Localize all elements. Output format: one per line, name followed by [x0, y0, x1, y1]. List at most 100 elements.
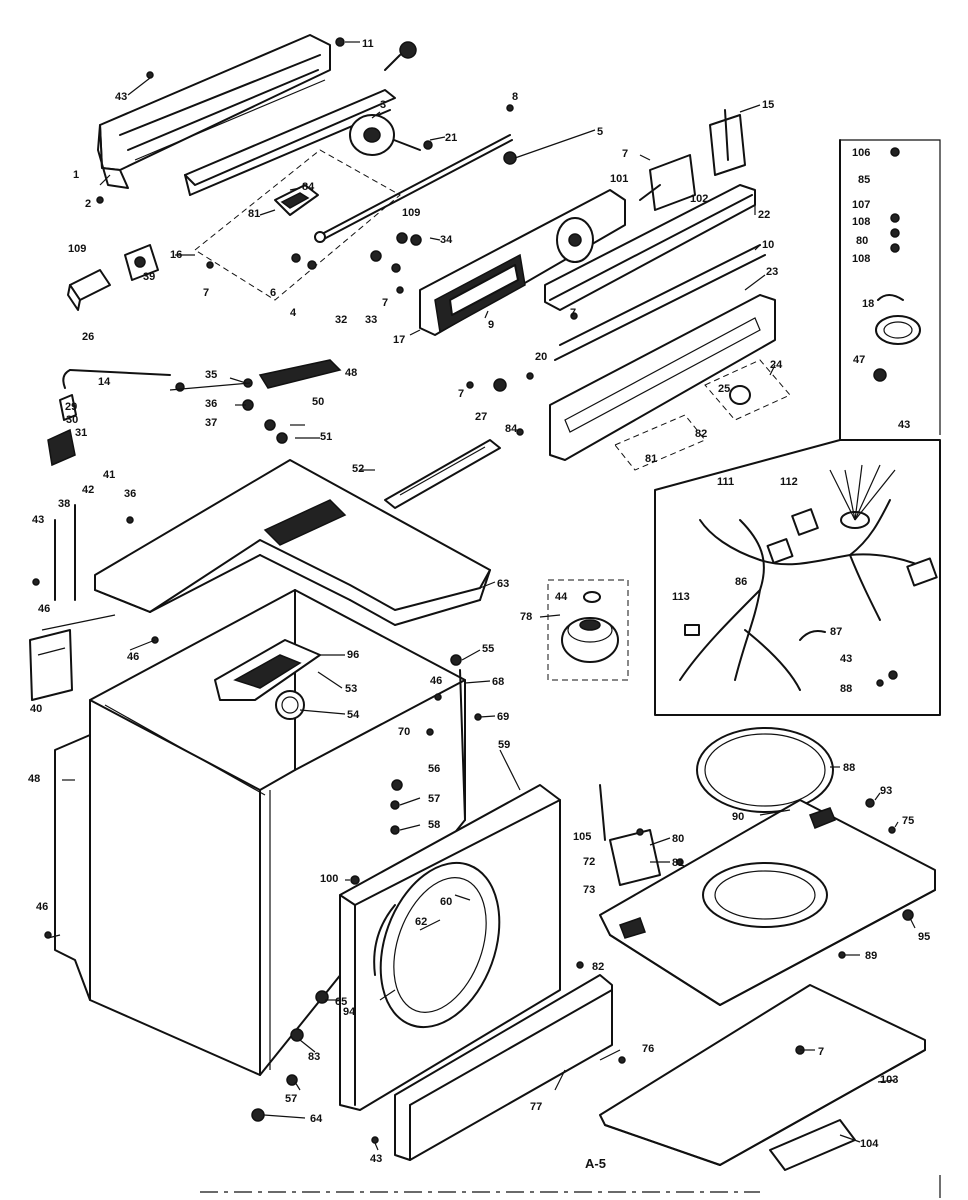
- callout-105: 94: [343, 1006, 356, 1018]
- callout-81c: 81: [672, 857, 684, 869]
- footer-rule: [200, 1175, 941, 1198]
- front-panel: [339, 784, 561, 1111]
- callout-74: 73: [583, 884, 595, 896]
- callout-43d: 43: [840, 653, 852, 665]
- page-label: A-5: [585, 1156, 606, 1171]
- base-plate-75: [599, 799, 936, 1006]
- callout-26: 26: [82, 331, 94, 343]
- bottom-tray-103: [599, 984, 926, 1171]
- callout-94: 62: [415, 916, 427, 928]
- callout-7a: 7: [622, 148, 628, 160]
- callout-58: 57: [428, 793, 440, 805]
- callout-72: 105: [573, 831, 591, 843]
- callout-7c: 7: [382, 297, 388, 309]
- callout-107: 107: [852, 199, 870, 211]
- callout-10: 10: [762, 239, 774, 251]
- callout-102: 102: [690, 193, 708, 205]
- callout-68: 55: [482, 643, 494, 655]
- part-14-rod: [62, 369, 171, 389]
- callout-25: 25: [718, 383, 730, 395]
- callout-47: 47: [853, 354, 865, 366]
- callout-15: 15: [762, 99, 774, 111]
- mounting-plate: [194, 149, 401, 301]
- callout-111: 111: [717, 476, 734, 488]
- console-backsplash: [97, 34, 331, 189]
- callout-7e: 7: [458, 388, 464, 400]
- callout-1: 1: [73, 169, 79, 181]
- callout-48b: 48: [28, 773, 40, 785]
- callout-20: 20: [535, 351, 547, 363]
- callout-7d: 7: [570, 307, 576, 319]
- callout-50: 50: [312, 396, 324, 408]
- shaft-rod: [314, 134, 513, 243]
- callout-100: 89: [865, 950, 877, 962]
- callout-40: 41: [103, 469, 115, 481]
- callout-93: 88: [843, 762, 855, 774]
- callout-44a: 46: [38, 603, 50, 615]
- callout-6: 6: [270, 287, 276, 299]
- bracket-101: [639, 154, 696, 211]
- callout-8: 8: [512, 91, 518, 103]
- callout-33: 33: [365, 314, 377, 326]
- callout-43e: 43: [370, 1153, 382, 1165]
- callout-112: 112: [780, 476, 798, 488]
- callout-108a: 108: [852, 216, 870, 228]
- console-right-frame: [549, 244, 776, 461]
- callout-66: 57: [285, 1093, 297, 1105]
- callout-81b: 81: [645, 453, 657, 465]
- part-31-bracket: [47, 394, 77, 467]
- callout-113: 113: [672, 591, 690, 603]
- timer-motor: [349, 114, 421, 156]
- callout-83: 83: [308, 1051, 320, 1063]
- callout-32: 32: [335, 314, 347, 326]
- callout-7b: 7: [203, 287, 209, 299]
- callout-85a: 85: [858, 174, 870, 186]
- fasteners: [32, 37, 914, 1144]
- callout-89: 95: [918, 931, 930, 943]
- callout-60: 100: [320, 873, 338, 885]
- bracket-72: [599, 784, 661, 886]
- callout-82b: 82: [592, 961, 604, 973]
- callout-23: 23: [766, 266, 778, 278]
- side-panel-45: [54, 734, 91, 1001]
- callout-24: 24: [770, 359, 783, 371]
- callout-90: 93: [880, 785, 892, 797]
- callout-2: 2: [85, 198, 91, 210]
- callout-5: 5: [597, 126, 603, 138]
- callout-80a: 80: [856, 235, 868, 247]
- water-inlet-box: [547, 579, 629, 681]
- callout-3: 3: [380, 99, 386, 111]
- callout-106: 106: [852, 147, 870, 159]
- callout-43a: 43: [115, 91, 127, 103]
- callout-86a: 86: [735, 576, 747, 588]
- inset-frame: [654, 139, 941, 716]
- callout-4: 4: [290, 307, 297, 319]
- callout-84b: 84: [505, 423, 518, 435]
- callout-78: 44: [555, 591, 568, 603]
- kickplate-77: [394, 974, 613, 1161]
- part-46-bracket: [29, 629, 73, 701]
- callout-46: 40: [30, 703, 42, 715]
- part-48-plate: [258, 359, 342, 389]
- callout-104: 104: [860, 1138, 879, 1150]
- callout-22: 22: [758, 209, 770, 221]
- tub-ring-93: [696, 727, 834, 813]
- callout-95: 75: [902, 815, 914, 827]
- callout-11: 11: [362, 38, 374, 50]
- callout-69: 68: [492, 676, 504, 688]
- callout-14: 14: [98, 376, 111, 388]
- leader-lines: [41, 41, 916, 1151]
- callout-84a: 84: [302, 181, 315, 193]
- knob-top: [384, 41, 417, 71]
- cabinet-top: [94, 459, 491, 626]
- callout-103: 103: [880, 1074, 898, 1086]
- callout-35: 35: [205, 369, 217, 381]
- part-26-block: [67, 269, 111, 311]
- wiring-harness: [679, 464, 938, 691]
- callout-18a: 18: [862, 298, 874, 310]
- callout-39: 39: [143, 271, 155, 283]
- dash-box-24: [704, 359, 791, 421]
- cabinet-rod-69: [459, 669, 466, 821]
- callout-70: 69: [497, 711, 509, 723]
- callout-labels: 1 2 43 11 3 8 21 5 7 15 101 102 22 10 23…: [28, 38, 930, 1165]
